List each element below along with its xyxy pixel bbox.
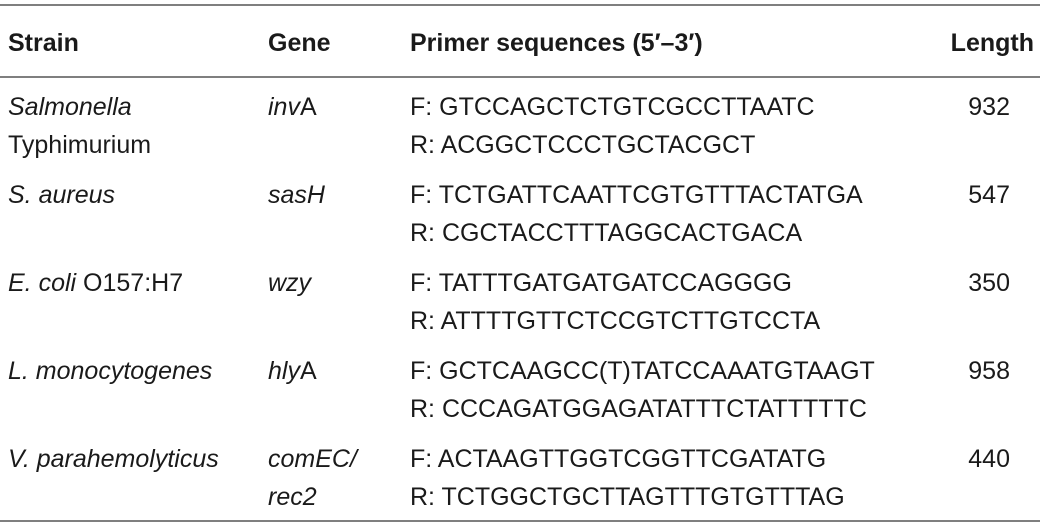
reverse-primer: R: TCTGGCTGCTTAGTTTGTGTTTAG — [410, 483, 845, 511]
strain-name: L. monocytogenes — [8, 357, 213, 385]
gene-cell: hlyA — [260, 346, 402, 434]
gene-italic: wzy — [268, 269, 312, 297]
forward-primer: F: TATTTGATGATGATCCAGGGG — [410, 269, 792, 297]
forward-primer: F: GCTCAAGCC(T)TATCCAAATGTAAGT — [410, 357, 875, 385]
table-body: Salmonella Typhimurium invA F: GTCCAGCTC… — [0, 77, 1040, 522]
strain-genus: Salmonella — [8, 93, 132, 121]
strain-name: E. coli — [8, 269, 77, 297]
strain-cell: V. parahemolyticus — [0, 434, 260, 522]
gene-italic: inv — [268, 93, 300, 121]
gene-italic: sasH — [268, 181, 325, 209]
header-primer-sequences: Primer sequences (5′–3′) — [402, 4, 935, 78]
reverse-primer: R: CGCTACCTTTAGGCACTGACA — [410, 219, 803, 247]
header-strain: Strain — [0, 4, 260, 78]
gene-cell: wzy — [260, 258, 402, 346]
table-row: Salmonella Typhimurium invA F: GTCCAGCTC… — [0, 77, 1040, 170]
table-row: V. parahemolyticus comEC/ rec2 F: ACTAAG… — [0, 434, 1040, 522]
strain-serovar: Typhimurium — [8, 131, 152, 159]
table-row: E. coli O157:H7 wzy F: TATTTGATGATGATCCA… — [0, 258, 1040, 346]
strain-cell: L. monocytogenes — [0, 346, 260, 434]
reverse-primer: R: ACGGCTCCCTGCTACGCT — [410, 131, 756, 159]
gene-italic: hly — [268, 357, 300, 385]
header-row: Strain Gene Primer sequences (5′–3′) Len… — [0, 4, 1040, 78]
table-header: Strain Gene Primer sequences (5′–3′) Len… — [0, 4, 1040, 78]
gene-cell: comEC/ rec2 — [260, 434, 402, 522]
gene-italic-line2: rec2 — [268, 483, 317, 511]
table-row: S. aureus sasH F: TCTGATTCAATTCGTGTTTACT… — [0, 170, 1040, 258]
strain-cell: S. aureus — [0, 170, 260, 258]
length-cell: 350 — [968, 269, 1010, 297]
forward-primer: F: ACTAAGTTGGTCGGTTCGATATG — [410, 445, 827, 473]
primer-cell: F: ACTAAGTTGGTCGGTTCGATATG R: TCTGGCTGCT… — [402, 434, 935, 522]
forward-primer: F: TCTGATTCAATTCGTGTTTACTATGA — [410, 181, 863, 209]
strain-plain: O157:H7 — [76, 269, 184, 297]
primer-table: Strain Gene Primer sequences (5′–3′) Len… — [0, 4, 1040, 522]
gene-plain: A — [299, 93, 317, 121]
strain-cell: Salmonella Typhimurium — [0, 77, 260, 170]
table-row: L. monocytogenes hlyA F: GCTCAAGCC(T)TAT… — [0, 346, 1040, 434]
header-length: Length — [935, 4, 1040, 78]
length-cell: 932 — [968, 93, 1010, 121]
gene-cell: invA — [260, 77, 402, 170]
gene-cell: sasH — [260, 170, 402, 258]
primer-cell: F: GTCCAGCTCTGTCGCCTTAATC R: ACGGCTCCCTG… — [402, 77, 935, 170]
forward-primer: F: GTCCAGCTCTGTCGCCTTAATC — [410, 93, 815, 121]
header-gene: Gene — [260, 4, 402, 78]
reverse-primer: R: ATTTTGTTCTCCGTCTTGTCCTA — [410, 307, 821, 335]
gene-italic: comEC/ — [268, 445, 357, 473]
strain-name: V. parahemolyticus — [8, 445, 219, 473]
length-cell: 547 — [968, 181, 1010, 209]
primer-cell: F: GCTCAAGCC(T)TATCCAAATGTAAGT R: CCCAGA… — [402, 346, 935, 434]
strain-name: S. aureus — [8, 181, 116, 209]
strain-cell: E. coli O157:H7 — [0, 258, 260, 346]
length-cell: 958 — [968, 357, 1010, 385]
primer-cell: F: TCTGATTCAATTCGTGTTTACTATGA R: CGCTACC… — [402, 170, 935, 258]
length-cell: 440 — [935, 434, 1040, 522]
primer-cell: F: TATTTGATGATGATCCAGGGG R: ATTTTGTTCTCC… — [402, 258, 935, 346]
reverse-primer: R: CCCAGATGGAGATATTTCTATTTTTC — [410, 395, 867, 423]
gene-plain: A — [299, 357, 317, 385]
